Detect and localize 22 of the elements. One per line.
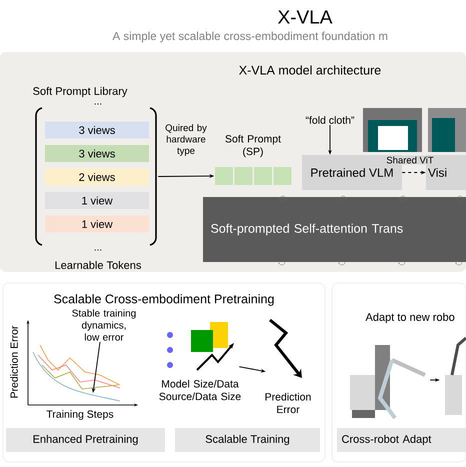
token-box: 1 view (45, 192, 149, 209)
annotation: Stable training dynamics, low error (72, 309, 136, 341)
token-box: 2 views (45, 168, 149, 186)
transformer-box: Soft-prompted Self-attention Trans (203, 197, 466, 262)
title: X-VLA (278, 10, 332, 24)
prompt-text: “fold cloth” (306, 116, 354, 124)
subtitle: A simple yet scalable cross-embodiment foundation m (112, 32, 388, 42)
ellipsis: ... (94, 103, 102, 105)
section-band: Cross-robot Adapt (337, 428, 466, 452)
token-box: 3 views (45, 145, 149, 162)
robot-drawing (350, 345, 426, 420)
token-box: 1 view (45, 216, 149, 232)
token-box: 3 views (45, 122, 149, 138)
section-band: Scalable Training (175, 428, 320, 452)
ellipsis: ... (94, 249, 102, 251)
robot-drawing (445, 336, 466, 415)
edge-label: Shared ViT (385, 156, 435, 164)
axis-label: Prediction Error (10, 326, 18, 398)
edge-label: Quired by hardware type (166, 124, 207, 156)
section-band: Enhanced Pretraining (6, 428, 165, 452)
soft-prompt-tokens: Soft Prompt (SP) (215, 134, 292, 185)
node-label: Soft Prompt (SP) (225, 134, 281, 158)
